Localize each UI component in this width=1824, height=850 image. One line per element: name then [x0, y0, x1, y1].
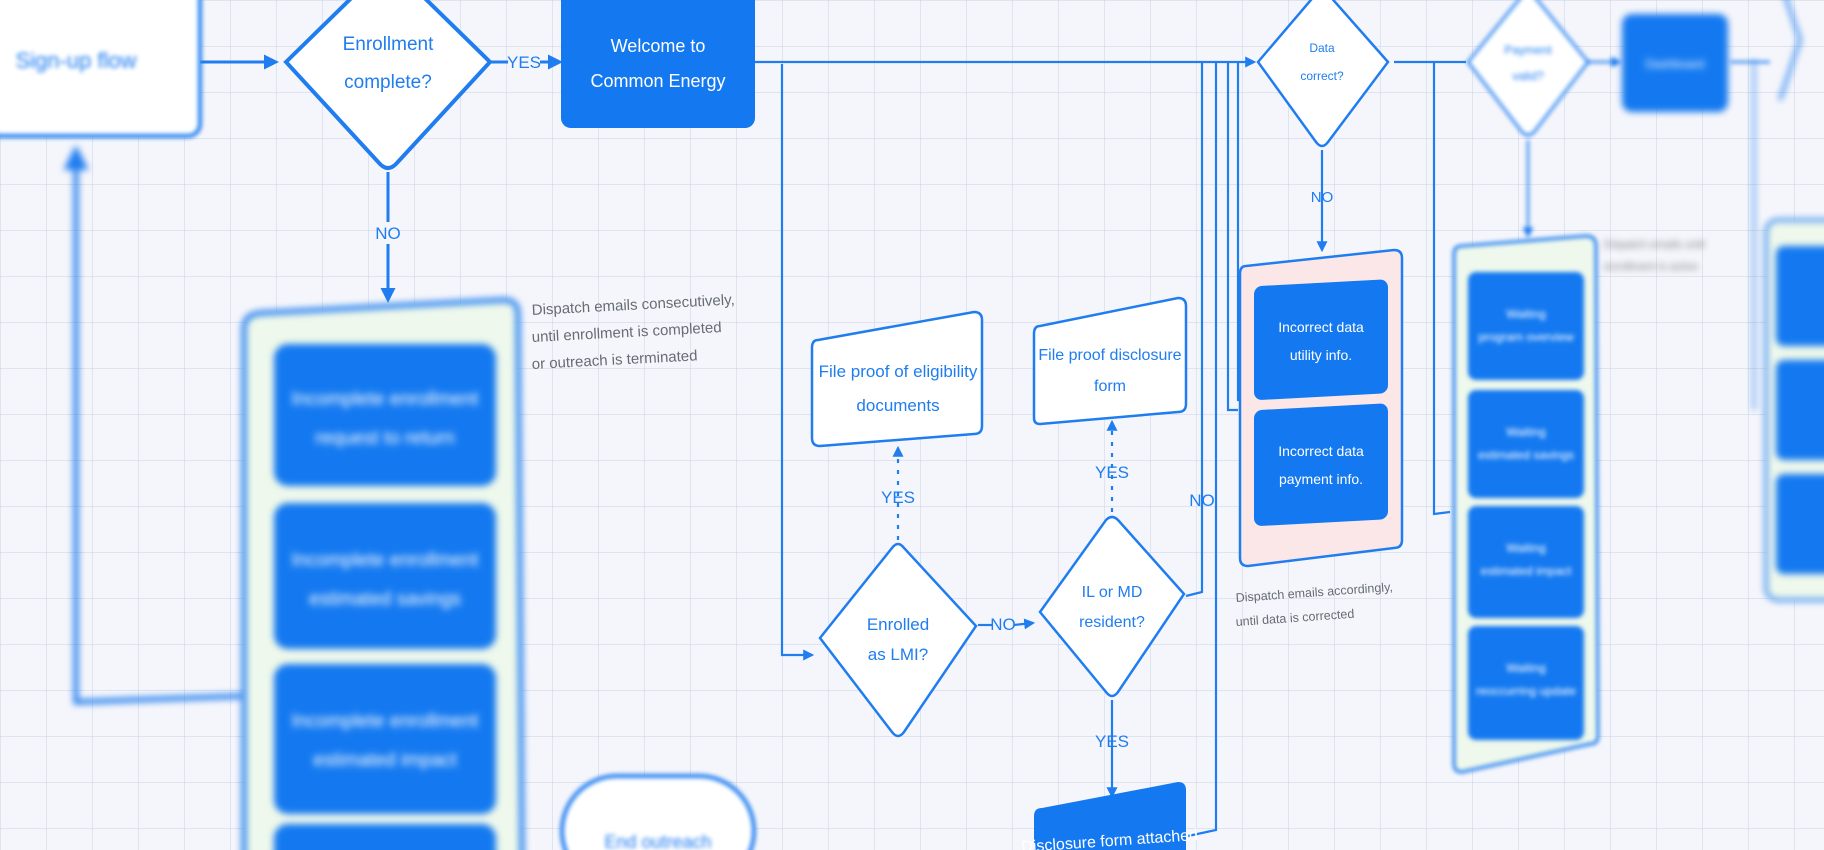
svg-text:Incomplete enrollment: Incomplete enrollment [292, 550, 480, 571]
accord-line-1: Dispatch emails accordingly, [1235, 580, 1393, 605]
payment-decision: Payment valid? [1466, 0, 1590, 137]
welcome-line1: Welcome to [611, 36, 706, 56]
welcome-line2: Common Energy [590, 71, 725, 91]
svg-text:Waiting: Waiting [1506, 541, 1546, 555]
label-no-lmi: NO [990, 615, 1016, 634]
svg-text:End outreach: End outreach [604, 832, 711, 850]
incorrect-card-utility [1254, 279, 1388, 400]
incomplete-card-1 [274, 344, 496, 486]
svg-text:Incomplete enrollment: Incomplete enrollment [292, 711, 480, 732]
svg-text:Dispatch emails until: Dispatch emails until [1604, 239, 1705, 251]
welcome-node: Welcome to Common Energy [561, 0, 755, 128]
incorrect-data-group: Incorrect data utility info. Incorrect d… [1238, 248, 1404, 568]
edge-attached-return [1187, 62, 1218, 838]
svg-text:Incorrect data: Incorrect data [1278, 443, 1364, 459]
ilmd-decision: IL or MD resident? [1038, 515, 1186, 698]
svg-text:Waiting: Waiting [1506, 425, 1546, 439]
ilmd-line2: resident? [1079, 614, 1145, 631]
enrollment-q-line1: Enrollment [343, 34, 435, 55]
incomplete-card-3 [274, 664, 496, 814]
lmi-line1: Enrolled [867, 615, 929, 634]
svg-text:Waiting: Waiting [1506, 307, 1546, 321]
edge-lmi-no-b [1013, 618, 1036, 630]
right-note: Dispatch emails until enrollment is acti… [1604, 239, 1705, 273]
file-disclosure-line1: File proof disclosure [1038, 347, 1181, 364]
note-line-3: or outreach is terminated [531, 347, 698, 373]
edge-welcome-lmi [780, 64, 815, 661]
svg-text:estimated savings: estimated savings [309, 589, 461, 610]
accord-line-2: until data is corrected [1235, 607, 1355, 629]
far-action-node: Dashboard [1622, 14, 1728, 112]
file-eligibility-node: File proof of eligibility documents [810, 310, 984, 448]
svg-text:estimated savings: estimated savings [1478, 448, 1574, 462]
dispatch-note: Dispatch emails consecutively, until enr… [531, 291, 735, 373]
label-yes-eligibility: YES [881, 488, 915, 507]
svg-text:enrollment is active: enrollment is active [1604, 261, 1698, 273]
connectors-thin [755, 56, 1770, 838]
svg-text:Waiting: Waiting [1506, 661, 1546, 675]
disclosure-attached-node: Disclosure form attached [1021, 782, 1199, 850]
file-disclosure-node: File proof disclosure form [1032, 296, 1188, 426]
svg-text:program overview: program overview [1478, 330, 1574, 344]
label-yes-attached: YES [1095, 732, 1129, 751]
lmi-line2: as LMI? [868, 645, 928, 664]
accord-note: Dispatch emails accordingly, until data … [1235, 580, 1393, 629]
svg-text:valid?: valid? [1512, 69, 1544, 83]
svg-text:Incomplete enrollment: Incomplete enrollment [292, 389, 480, 410]
svg-text:request to return: request to return [315, 428, 454, 449]
lmi-decision: Enrolled as LMI? [818, 542, 978, 738]
data-correct-decision: Data correct? [1256, 0, 1390, 148]
svg-text:estimated impact: estimated impact [313, 750, 457, 771]
signup-node: Sign-up flow [0, 0, 202, 138]
svg-text:payment info.: payment info. [1279, 471, 1363, 487]
svg-text:estimated impact: estimated impact [1481, 564, 1572, 578]
data-correct-line1: Data [1309, 41, 1335, 55]
waiting-group: Waiting program overview Waiting estimat… [1452, 234, 1600, 774]
incorrect-card-payment [1254, 403, 1388, 526]
file-eligibility-line1: File proof of eligibility [819, 362, 978, 381]
label-no-ilmd: NO [1189, 491, 1215, 510]
edge-waiting-return [1432, 62, 1451, 516]
edge-labels: YES NO YES NO YES YES NO NO [375, 53, 1333, 751]
svg-text:Dashboard: Dashboard [1646, 57, 1705, 71]
edge-ilmd-no [1185, 62, 1204, 598]
note-line-2: until enrollment is completed [531, 319, 722, 346]
label-yes-welcome: YES [507, 53, 541, 72]
ilmd-line1: IL or MD [1082, 584, 1143, 601]
note-line-1: Dispatch emails consecutively, [531, 291, 735, 319]
data-correct-line2: correct? [1300, 69, 1344, 83]
edge-incorrect-return-a [1226, 62, 1238, 412]
label-no-enrollment: NO [375, 224, 401, 243]
incomplete-card-2 [274, 503, 496, 649]
incomplete-enrollment-group: Incomplete enrollment request to return … [241, 297, 525, 850]
far-right-column [1753, 0, 1824, 602]
svg-text:Sign-up flow: Sign-up flow [15, 48, 136, 73]
edge-loop-back [63, 145, 245, 705]
file-disclosure-line2: form [1094, 378, 1126, 395]
enrollment-q-line2: complete? [344, 72, 432, 93]
label-yes-disclosure: YES [1095, 463, 1129, 482]
connectors [63, 54, 563, 705]
enrollment-complete-decision: Enrollment complete? [283, 0, 493, 170]
svg-text:reoccurring update: reoccurring update [1476, 684, 1576, 698]
file-eligibility-line2: documents [856, 396, 939, 415]
svg-text:Payment: Payment [1504, 43, 1552, 57]
svg-text:utility info.: utility info. [1290, 347, 1352, 363]
label-no-data: NO [1311, 189, 1334, 206]
svg-text:Incorrect data: Incorrect data [1278, 319, 1364, 335]
end-outreach-node: End outreach [560, 774, 756, 850]
